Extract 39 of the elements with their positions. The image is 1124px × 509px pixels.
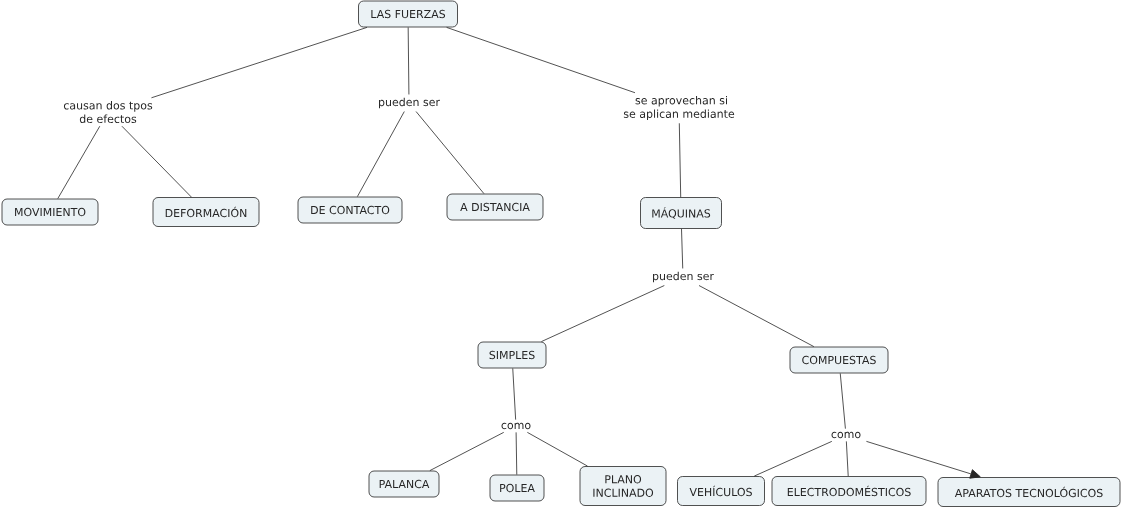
- connector-line: [407, 27, 410, 95]
- connector-line: [541, 285, 665, 342]
- concept-box: LAS FUERZAS: [358, 0, 458, 28]
- concept-box: MÁQUINAS: [640, 197, 722, 229]
- connector-line: [839, 373, 846, 430]
- connector-line: [512, 368, 517, 421]
- concept-box: PALANCA: [368, 470, 440, 498]
- connector-line: [678, 122, 682, 198]
- connector-line: [753, 440, 833, 477]
- arrow: [866, 440, 981, 479]
- concept-box: DEFORMACIÓN: [152, 197, 260, 227]
- connector-line: [357, 111, 405, 197]
- concept-box: VEHÍCULOS: [677, 476, 765, 506]
- connector-line: [845, 440, 849, 477]
- connector-line: [681, 228, 684, 269]
- connector-line: [698, 285, 815, 347]
- connector-line: [429, 431, 505, 471]
- connector-line: [446, 27, 636, 94]
- concept-box: PLANO INCLINADO: [579, 466, 667, 506]
- concept-box: SIMPLES: [477, 341, 547, 369]
- connector-line: [121, 125, 192, 198]
- linking-phrase: se aprovechan si se aplican mediante: [623, 95, 735, 121]
- concept-box: ELECTRODOMÉSTICOS: [771, 476, 927, 506]
- connector-line: [57, 125, 101, 199]
- linking-phrase: pueden ser: [379, 97, 440, 109]
- concept-box: COMPUESTAS: [789, 346, 889, 374]
- concept-box: A DISTANCIA: [446, 193, 544, 221]
- connector-line: [515, 431, 518, 475]
- connector-line: [526, 431, 588, 467]
- linking-phrase: como: [501, 422, 531, 430]
- concept-box: POLEA: [489, 474, 545, 502]
- linking-phrase: causan dos tpos de efectos: [63, 101, 153, 123]
- connector-line: [415, 111, 485, 194]
- concept-box: DE CONTACTO: [297, 196, 403, 224]
- concept-box: APARATOS TECNOLÓGICOS: [937, 477, 1121, 507]
- linking-phrase: pueden ser: [653, 271, 714, 283]
- concept-box: MOVIMIENTO: [1, 198, 99, 226]
- linking-phrase: como: [831, 431, 861, 439]
- connector-line: [151, 27, 368, 99]
